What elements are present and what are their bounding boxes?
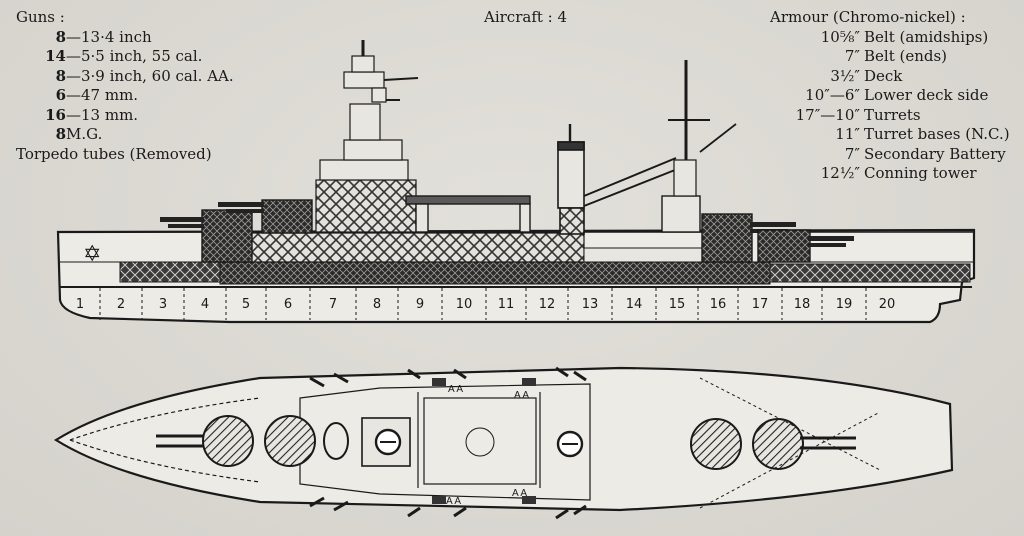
belt-aft-end (769, 263, 971, 283)
gun-row: 6—47 mm. (55, 86, 139, 104)
plan-funnel (556, 430, 584, 458)
bridge-tower (315, 40, 419, 233)
compartment-number: 2 (117, 297, 125, 312)
plan-view: A A A A A A A A (53, 366, 954, 520)
citadel-armour (221, 232, 585, 263)
armour-row: 12½″Conning tower (820, 164, 977, 182)
turret-b (218, 199, 313, 234)
gun-row: 8—13·4 inch (55, 27, 152, 46)
plan-turret-y (752, 418, 856, 470)
side-profile: ✡ (56, 40, 976, 324)
aa-guns (432, 378, 536, 504)
compartment-number: 9 (416, 297, 424, 312)
compartment-number: 1 (76, 297, 84, 312)
secondary-guns (309, 366, 587, 520)
torpedo-tubes-note: Torpedo tubes (Removed) (16, 144, 212, 163)
plan-turret-x (690, 418, 742, 470)
aircraft-label: Aircraft : (484, 8, 553, 26)
guns-heading: Guns : (16, 8, 65, 26)
guns-list: Guns : 8—13·4 inch 14—5·5 inch, 55 cal. … (16, 8, 234, 164)
aa-label: A A (514, 390, 529, 401)
compartment-number: 3 (159, 297, 167, 312)
gun-row: 8—3·9 inch, 60 cal. AA. (55, 66, 234, 85)
star-icon: ✡ (83, 242, 101, 267)
plan-conning-tower (323, 422, 349, 460)
gun-row: 8 M.G. (55, 125, 103, 143)
plan-turret-b (264, 415, 316, 467)
turret-y (757, 229, 854, 263)
compartment-number: 20 (879, 297, 896, 312)
gun-row: 14—5·5 inch, 55 cal. (45, 47, 203, 65)
compartment-number: 4 (201, 297, 209, 312)
compartment-number: 19 (836, 297, 853, 312)
armour-row: 10″—6″Lower deck side (805, 86, 989, 104)
plan-superstructure (299, 383, 591, 501)
compartment-number: 10 (456, 297, 473, 312)
compartment-number: 8 (373, 297, 381, 312)
aa-label: A A (446, 496, 461, 507)
aircraft-value: 4 (557, 8, 568, 26)
compartment-number: 15 (669, 297, 686, 312)
plan-turret-a (156, 415, 254, 467)
armour-row: 17″—10″Turrets (795, 105, 921, 124)
armour-belt (219, 261, 771, 285)
aa-label: A A (448, 384, 463, 395)
armour-row: 7″Belt (ends) (844, 47, 948, 65)
aircraft-info: Aircraft : 4 (484, 8, 567, 28)
turret-x (701, 213, 796, 263)
main-mast (661, 60, 737, 233)
catapult-deck (405, 195, 531, 233)
compartment-number: 16 (710, 297, 727, 312)
compartment-number: 18 (794, 297, 811, 312)
armour-heading: Armour (Chromo-nickel) : (770, 8, 966, 26)
armour-row: 7″Secondary Battery (844, 144, 1006, 163)
armour-row: 3½″Deck (830, 66, 903, 85)
armour-list: Armour (Chromo-nickel) : 10⅝″Belt (amids… (770, 8, 1010, 184)
aa-label: A A (512, 488, 527, 499)
compartment-number: 5 (242, 297, 250, 312)
compartment-number: 11 (498, 297, 515, 312)
compartment-number: 17 (752, 297, 769, 312)
plan-catapult (423, 397, 537, 485)
citadel-armour-aft (583, 247, 705, 263)
compartment-number: 7 (329, 297, 337, 312)
funnel (557, 124, 585, 235)
compartment-number: 13 (582, 297, 599, 312)
compartment-number: 14 (626, 297, 643, 312)
armour-row: 10⅝″Belt (amidships) (820, 27, 989, 46)
crane (583, 157, 681, 207)
belt-fore-end (119, 261, 221, 283)
turret-a (160, 209, 253, 263)
armour-row: 11″Turret bases (N.C.) (835, 125, 1010, 143)
compartment-number: 6 (284, 297, 292, 312)
compartment-number: 12 (539, 297, 556, 312)
plan-bridge-director (361, 417, 411, 467)
gun-row: 16—13 mm. (45, 105, 139, 124)
